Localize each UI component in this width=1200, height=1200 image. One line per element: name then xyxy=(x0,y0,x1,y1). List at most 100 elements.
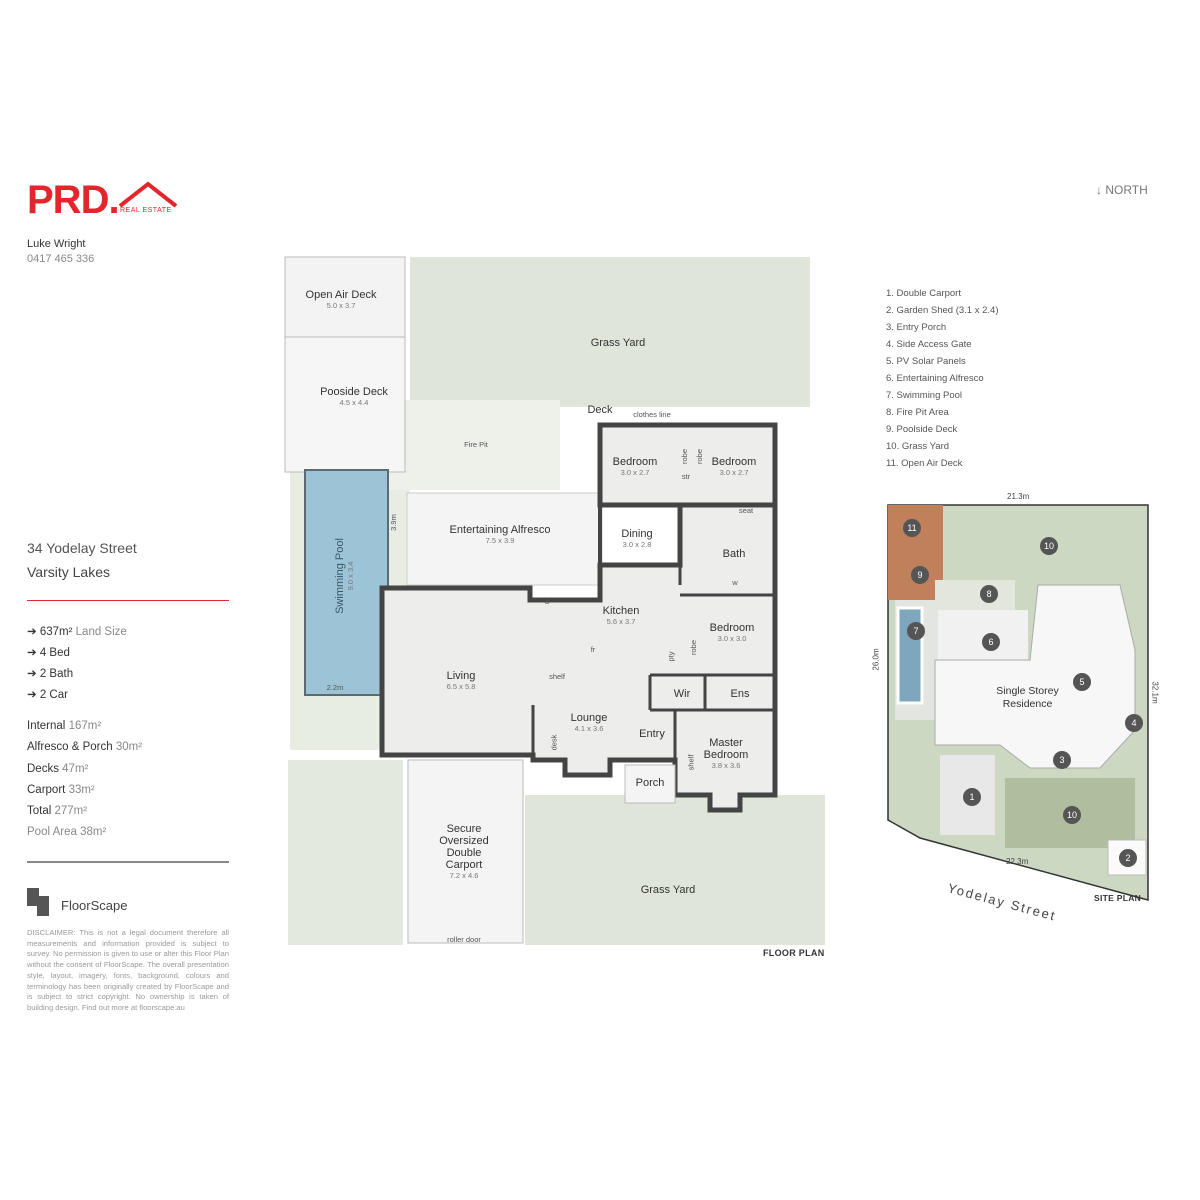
room-grass-yard-top: Grass Yard xyxy=(590,337,646,349)
site-marker: 6 xyxy=(982,633,1000,651)
divider xyxy=(27,861,229,863)
legend-item: 9. Poolside Deck xyxy=(886,424,958,435)
legend-item: 4. Side Access Gate xyxy=(886,339,972,350)
area-internal: Internal 167m² xyxy=(27,720,102,732)
legend-item: 1. Double Carport xyxy=(886,288,961,299)
floor-plan-drawing xyxy=(284,256,825,945)
room-bath: Bath xyxy=(722,548,746,560)
agent-name: Luke Wright xyxy=(27,238,86,250)
site-marker: 8 xyxy=(980,585,998,603)
label-deck: Deck xyxy=(587,404,613,416)
label-robe: robe xyxy=(689,639,699,656)
room-entry: Entry xyxy=(639,728,665,740)
house-outline xyxy=(379,422,778,813)
room-ens: Ens xyxy=(730,688,750,700)
room-porch: Porch xyxy=(635,777,665,789)
site-residence-label: Single Storey Residence xyxy=(996,685,1059,710)
legend-list: 1. Double Carport 2. Garden Shed (3.1 x … xyxy=(886,285,998,472)
fire-pit-lawn xyxy=(380,400,560,490)
grass-yard-top-area xyxy=(410,257,810,407)
site-marker: 2 xyxy=(1119,849,1137,867)
label-robe: robe xyxy=(680,448,690,465)
site-dim-right: 32.1m xyxy=(1150,681,1160,704)
porch-area xyxy=(624,764,676,804)
label-robe: robe xyxy=(695,448,705,465)
legend-item: 5. PV Solar Panels xyxy=(886,356,966,367)
bedrooms-wing xyxy=(597,422,778,508)
site-dim-bottom: 22.3m xyxy=(1006,857,1029,866)
area-decks: Decks 47m² xyxy=(27,763,89,775)
label-str: str xyxy=(681,472,691,481)
site-dim-left: 26.0m xyxy=(871,648,881,671)
label-pool-length: 2.2m xyxy=(326,683,344,692)
site-plan-caption: SITE PLAN xyxy=(1094,893,1142,903)
feature-car: ➔ 2 Car xyxy=(27,689,68,701)
feature-land: ➔ 637m² Land Size xyxy=(27,626,127,638)
area-total: Total 277m² xyxy=(27,805,88,817)
legend-item: 6. Entertaining Alfresco xyxy=(886,373,984,384)
legend-item: 10. Grass Yard xyxy=(886,441,950,452)
garden-bed-left xyxy=(288,760,403,945)
legend-item: 7. Swimming Pool xyxy=(886,390,963,401)
alfresco-area xyxy=(406,492,603,586)
floorscape-logo-icon xyxy=(27,888,49,916)
feature-bath: ➔ 2 Bath xyxy=(27,668,74,680)
swimming-pool-area xyxy=(304,469,389,696)
label-shelf: shelf xyxy=(686,754,696,771)
brand-subtitle: REAL ESTATE xyxy=(120,207,172,214)
label-w: w xyxy=(732,578,738,587)
area-carport: Carport 33m² xyxy=(27,784,95,796)
label-shelf: shelf xyxy=(549,672,565,681)
alfresco-area xyxy=(938,610,1028,660)
site-marker: 11 xyxy=(903,519,921,537)
divider xyxy=(27,600,229,601)
site-marker: 5 xyxy=(1073,673,1091,691)
site-marker: 7 xyxy=(907,622,925,640)
floor-plan-caption: FLOOR PLAN xyxy=(763,948,825,958)
label-pool-width: 3.9m xyxy=(388,514,398,531)
brand-logo: PRD. xyxy=(27,178,120,222)
area-alfresco: Alfresco & Porch 30m² xyxy=(27,741,143,753)
site-marker: 4 xyxy=(1125,714,1143,732)
label-roller-door: roller door xyxy=(447,935,481,944)
site-marker: 10 xyxy=(1040,537,1058,555)
legend-item: 3. Entry Porch xyxy=(886,322,947,333)
label-d: d xyxy=(544,597,550,606)
site-marker: 10 xyxy=(1063,806,1081,824)
area-pool: Pool Area 38m² xyxy=(27,826,107,838)
legend-item: 2. Garden Shed (3.1 x 2.4) xyxy=(886,305,999,316)
disclaimer: DISCLAIMER: This is not a legal document… xyxy=(27,928,229,1012)
feature-bed: ➔ 4 Bed xyxy=(27,647,70,659)
pooside-deck-area xyxy=(284,336,406,473)
room-wir: Wir xyxy=(673,688,691,700)
label-fr: fr xyxy=(590,645,596,654)
site-marker: 9 xyxy=(911,566,929,584)
label-seat: seat xyxy=(738,506,754,515)
legend-item: 11. Open Air Deck xyxy=(886,458,963,469)
grass-yard-bottom-area xyxy=(525,795,825,945)
site-dim-top: 21.3m xyxy=(1007,492,1030,501)
fire-pit-area xyxy=(935,580,1015,615)
site-marker: 3 xyxy=(1053,751,1071,769)
label-desk: desk xyxy=(549,734,559,751)
label-fire-pit: Fire Pit xyxy=(464,440,488,449)
address-street: 34 Yodelay Street xyxy=(27,540,137,556)
north-indicator: ↓ NORTH xyxy=(1096,183,1148,197)
agent-phone[interactable]: 0417 465 336 xyxy=(27,253,95,265)
address-suburb: Varsity Lakes xyxy=(27,564,110,580)
carport-area xyxy=(407,759,524,944)
room-grass-yard-bottom: Grass Yard xyxy=(640,884,696,896)
